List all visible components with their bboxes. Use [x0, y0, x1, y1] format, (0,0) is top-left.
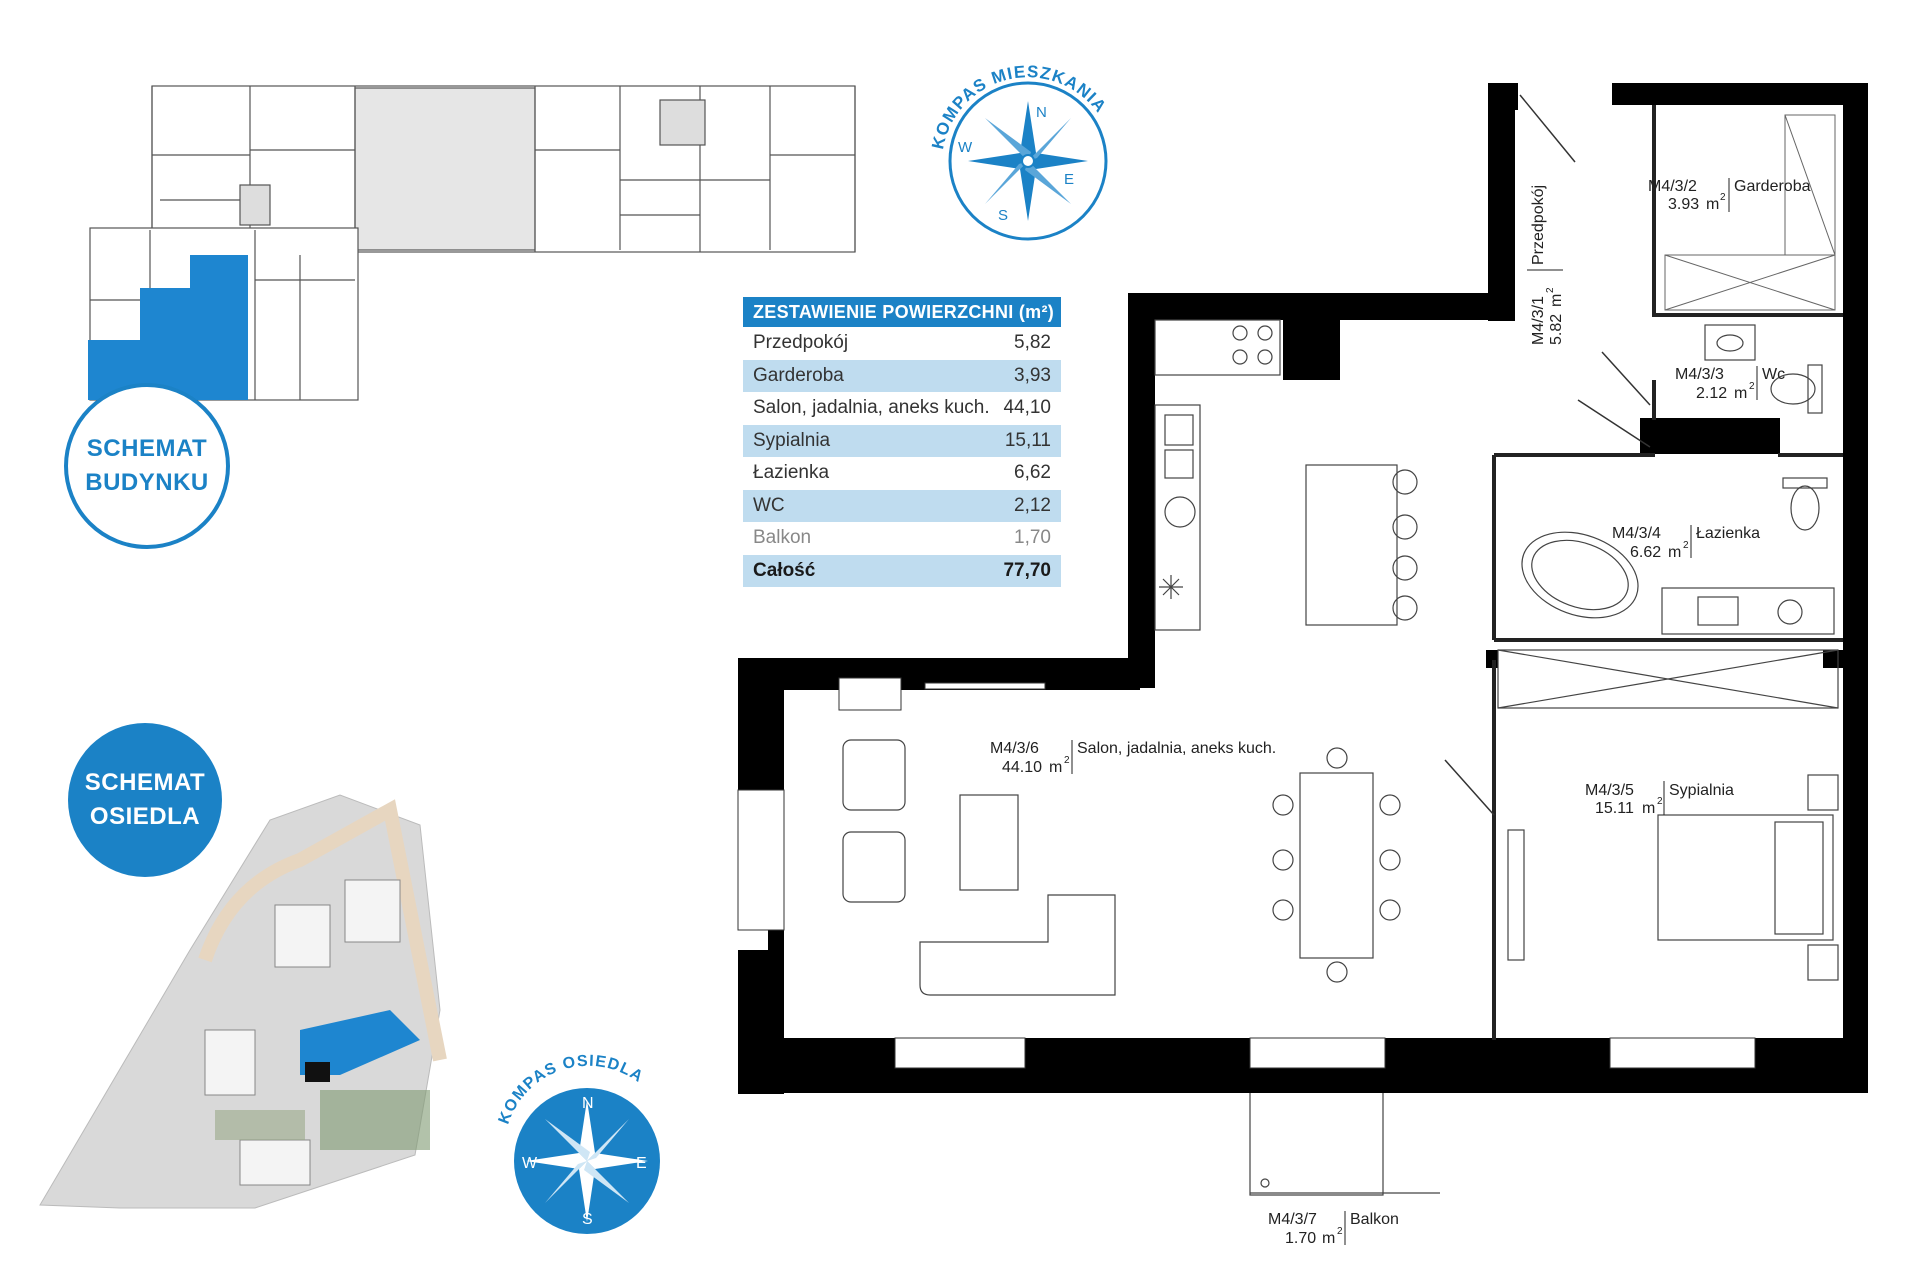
- compass-estate: N E S W KOMPAS OSIEDLA: [496, 1053, 660, 1234]
- room-label-przedpokoj: M4/3/1 5.82 m 2 Przedpokój: [1527, 185, 1565, 345]
- svg-text:Przedpokój: Przedpokój: [1530, 185, 1547, 265]
- svg-text:2: 2: [1337, 1226, 1343, 1237]
- svg-text:Balkon: Balkon: [1350, 1211, 1399, 1228]
- building-scheme-badge: SCHEMAT BUDYNKU: [64, 383, 230, 549]
- svg-text:2: 2: [1749, 381, 1755, 392]
- svg-text:2: 2: [1064, 755, 1070, 766]
- svg-text:M4/3/3: M4/3/3: [1675, 366, 1724, 383]
- svg-text:2: 2: [1683, 540, 1689, 551]
- svg-text:m: m: [1642, 800, 1655, 817]
- svg-text:5.82: 5.82: [1548, 314, 1565, 345]
- compass-estate-n: N: [582, 1095, 594, 1112]
- svg-text:Sypialnia: Sypialnia: [1669, 782, 1734, 799]
- room-label-wc: M4/3/3 2.12 m 2 Wc: [1675, 366, 1785, 402]
- room-label-sypialnia: M4/3/5 15.11 m 2 Sypialnia: [1585, 781, 1734, 817]
- svg-text:Łazienka: Łazienka: [1696, 525, 1760, 542]
- svg-text:15.11: 15.11: [1595, 800, 1634, 817]
- svg-text:Wc: Wc: [1762, 366, 1785, 383]
- svg-text:M4/3/2: M4/3/2: [1648, 178, 1697, 195]
- svg-text:M4/3/5: M4/3/5: [1585, 782, 1634, 799]
- compass-estate-e: E: [636, 1155, 647, 1172]
- room-label-lazienka: M4/3/4 6.62 m 2 Łazienka: [1612, 525, 1760, 561]
- svg-text:2.12: 2.12: [1696, 385, 1727, 402]
- svg-text:2: 2: [1545, 287, 1556, 293]
- svg-text:Salon, jadalnia, aneks kuch.: Salon, jadalnia, aneks kuch.: [1077, 740, 1276, 757]
- svg-text:2: 2: [1657, 796, 1663, 807]
- estate-scheme-badge: SCHEMAT OSIEDLA: [68, 723, 222, 877]
- areas-row: Salon, jadalnia, aneks kuch.44,10: [753, 397, 1051, 418]
- svg-text:m: m: [1049, 759, 1062, 776]
- compass-apartment-e: E: [1064, 171, 1074, 188]
- svg-text:m: m: [1734, 385, 1747, 402]
- svg-text:44.10: 44.10: [1002, 759, 1042, 776]
- svg-text:M4/3/7: M4/3/7: [1268, 1211, 1317, 1228]
- svg-text:2: 2: [1720, 192, 1726, 203]
- compass-apartment-w: W: [958, 139, 973, 156]
- svg-text:m: m: [1706, 196, 1719, 213]
- compass-apartment-s: S: [998, 207, 1008, 224]
- compass-apartment: N E S W KOMPAS MIESZKANIA: [928, 62, 1109, 241]
- svg-text:1.70: 1.70: [1285, 1230, 1316, 1247]
- svg-text:M4/3/4: M4/3/4: [1612, 525, 1661, 542]
- room-label-salon: M4/3/6 44.10 m 2 Salon, jadalnia, aneks …: [990, 740, 1276, 776]
- compass-estate-w: W: [522, 1155, 538, 1172]
- areas-table-title: ZESTAWIENIE POWIERZCHNI (m²): [743, 297, 1061, 327]
- svg-text:6.62: 6.62: [1630, 544, 1661, 561]
- floor-plan: [737, 83, 1868, 1196]
- svg-text:M4/3/1: M4/3/1: [1530, 296, 1547, 345]
- room-label-garderoba: M4/3/2 3.93 m 2 Garderoba: [1648, 178, 1811, 213]
- svg-text:m: m: [1322, 1230, 1335, 1247]
- compass-estate-s: S: [582, 1211, 593, 1228]
- compass-apartment-n: N: [1036, 104, 1047, 121]
- svg-text:3.93: 3.93: [1668, 196, 1699, 213]
- svg-text:M4/3/6: M4/3/6: [990, 740, 1039, 757]
- svg-text:m: m: [1668, 544, 1681, 561]
- room-label-balkon: M4/3/7 1.70 m 2 Balkon: [1268, 1211, 1399, 1247]
- svg-text:Garderoba: Garderoba: [1734, 178, 1811, 195]
- svg-text:m: m: [1548, 294, 1565, 307]
- estate-site-plan: [39, 794, 447, 1209]
